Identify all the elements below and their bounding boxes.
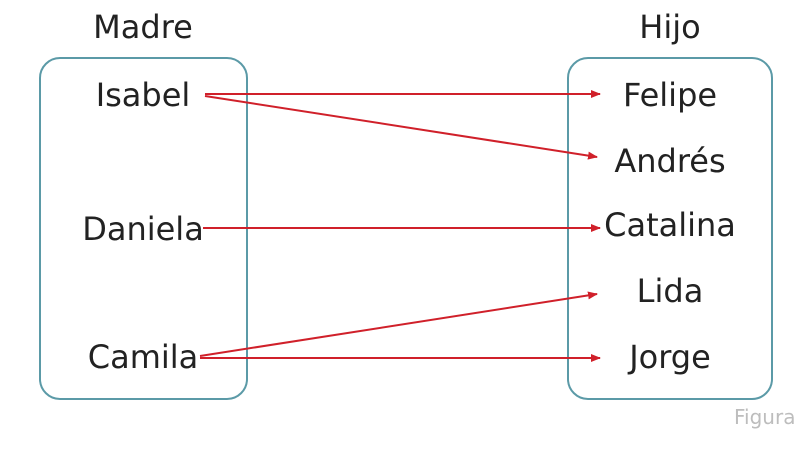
figure-caption: Figura — [734, 405, 795, 429]
hijo-item-felipe: Felipe — [623, 76, 717, 114]
madre-item-camila: Camila — [88, 338, 199, 376]
hijo-item-lida: Lida — [637, 272, 704, 310]
madre-item-isabel: Isabel — [96, 76, 191, 114]
madre-item-daniela: Daniela — [82, 210, 204, 248]
hijo-item-catalina: Catalina — [604, 206, 736, 244]
hijo-heading: Hijo — [639, 8, 700, 46]
madre-heading: Madre — [93, 8, 193, 46]
hijo-item-andres: Andrés — [614, 142, 725, 180]
hijo-item-jorge: Jorge — [627, 338, 711, 376]
arrow-isabel-andres — [204, 95, 598, 160]
arrow-camila-lida — [199, 291, 598, 357]
